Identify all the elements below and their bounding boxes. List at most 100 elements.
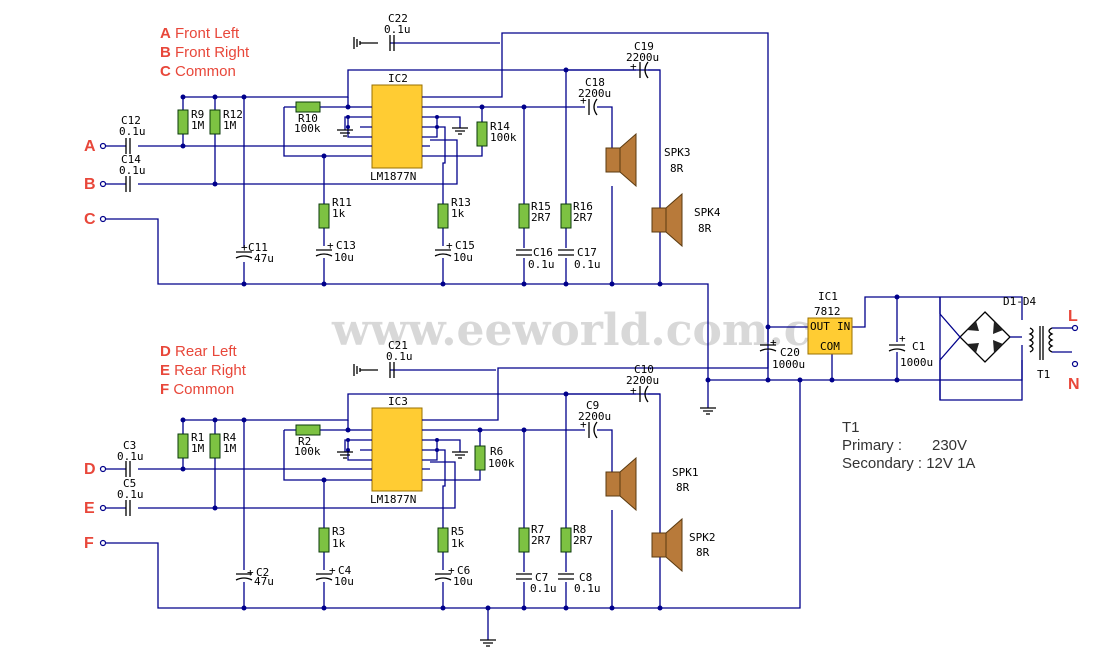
legend-e: E Rear Right (160, 362, 247, 379)
spk1-val: 8R (676, 481, 690, 494)
svg-text:+: + (770, 336, 777, 349)
input-e-label: E (84, 500, 95, 517)
c11-ref: C11 (248, 241, 268, 254)
legend-rear: D Rear Left E Rear Right F Common (160, 343, 247, 398)
r6-val: 100k (488, 457, 515, 470)
legend-c: C Common (160, 63, 236, 80)
r6-body (474, 445, 486, 471)
svg-text:+: + (580, 94, 587, 107)
r12-body (209, 109, 221, 135)
ic2-ref: IC2 (388, 72, 408, 85)
ic3-ref: IC3 (388, 395, 408, 408)
r4-val: 1M (223, 442, 237, 455)
c8-val: 0.1u (574, 582, 601, 595)
r10-ref: R10 (298, 112, 318, 125)
c16-val: 0.1u (528, 258, 555, 271)
r11-body (318, 203, 330, 229)
svg-text:+: + (630, 60, 637, 73)
c13-val: 10u (334, 251, 354, 264)
r7-body (518, 527, 530, 553)
r8-ref: R8 (573, 523, 586, 536)
legend-f: F Common (160, 381, 234, 398)
c20-ref: C20 (780, 346, 800, 359)
spec-primary-label: Primary : (842, 437, 902, 454)
c10-val: 2200u (626, 374, 659, 387)
r8-val: 2R7 (573, 534, 593, 547)
svg-text:+: + (329, 564, 336, 577)
c2-val: 47u (254, 575, 274, 588)
r6-ref: R6 (490, 445, 503, 458)
c2-ref: C2 (256, 566, 269, 579)
input-a-label: A (84, 138, 96, 155)
r2-body (295, 424, 321, 436)
c12-val: 0.1u (119, 125, 146, 138)
r10-val: 100k (294, 122, 321, 135)
c10-ref: C10 (634, 363, 654, 376)
r11-ref: R11 (332, 196, 352, 209)
r16-ref: R16 (573, 200, 593, 213)
r7-ref: R7 (531, 523, 544, 536)
c3-ref: C3 (123, 439, 136, 452)
svg-text:+: + (580, 418, 587, 431)
r12-val: 1M (223, 119, 237, 132)
terminal-n-label: N (1068, 376, 1080, 393)
c6-val: 10u (453, 575, 473, 588)
r16-body (560, 203, 572, 229)
input-f-label: F (84, 535, 94, 552)
input-f-terminal (99, 539, 107, 547)
svg-text:+: + (446, 239, 453, 252)
r12-ref: R12 (223, 108, 243, 121)
capacitor-c1: C1 1000u + (888, 332, 933, 369)
bridge-rectifier: D1-D4 (939, 295, 1036, 400)
input-b-terminal (99, 180, 107, 188)
legend-d: D Rear Left (160, 343, 238, 360)
input-a-terminal (99, 142, 107, 150)
speaker-spk3: SPK3 8R (605, 132, 691, 188)
transformer-t1: T1 L N (1028, 308, 1080, 393)
c17-ref: C17 (577, 246, 597, 259)
junction-dots (180, 67, 900, 611)
c1-val: 1000u (900, 356, 933, 369)
c4-val: 10u (334, 575, 354, 588)
ground-symbols (337, 37, 716, 647)
spec-primary-value: 230V (932, 437, 967, 454)
r15-val: 2R7 (531, 211, 551, 224)
ic3-part: LM1877N (370, 493, 416, 506)
r3-val: 1k (332, 537, 346, 550)
c12-ref: C12 (121, 114, 141, 127)
c14-val: 0.1u (119, 164, 146, 177)
c18-ref: C18 (585, 76, 605, 89)
c20-val: 1000u (772, 358, 805, 371)
c14-ref: C14 (121, 153, 141, 166)
speaker-icon (651, 207, 667, 233)
c17-val: 0.1u (574, 258, 601, 271)
capacitors-top: C12 0.1u C14 0.1u C22 0.1u C19 2200u + C… (119, 12, 659, 271)
ic2: IC2 LM1877N (360, 72, 430, 183)
spk3-ref: SPK3 (664, 146, 691, 159)
resistors-bottom: R1 1M R4 1M R2 100k R6 100k R3 1k R5 1k … (177, 424, 593, 553)
c19-ref: C19 (634, 40, 654, 53)
svg-text:+: + (327, 239, 334, 252)
c1-ref: C1 (912, 340, 925, 353)
input-c-terminal (99, 215, 107, 223)
svg-text:+: + (630, 384, 637, 397)
r5-body (437, 527, 449, 553)
c13-ref: C13 (336, 239, 356, 252)
c7-val: 0.1u (530, 582, 557, 595)
speaker-icon (605, 147, 621, 173)
c5-val: 0.1u (117, 488, 144, 501)
watermark: www.eeworld.com.cn (331, 305, 843, 356)
r9-ref: R9 (191, 108, 204, 121)
svg-text:+: + (241, 241, 248, 254)
spk1-ref: SPK1 (672, 466, 699, 479)
c21-ref: C21 (388, 339, 408, 352)
c9-val: 2200u (578, 410, 611, 423)
r9-body (177, 109, 189, 135)
r11-val: 1k (332, 207, 346, 220)
r5-ref: R5 (451, 525, 464, 538)
bottom-wiring (106, 327, 801, 640)
c18-val: 2200u (578, 87, 611, 100)
power-wiring (708, 296, 1023, 401)
legend-a: A Front Left (160, 25, 240, 42)
speaker-icon (605, 471, 621, 497)
